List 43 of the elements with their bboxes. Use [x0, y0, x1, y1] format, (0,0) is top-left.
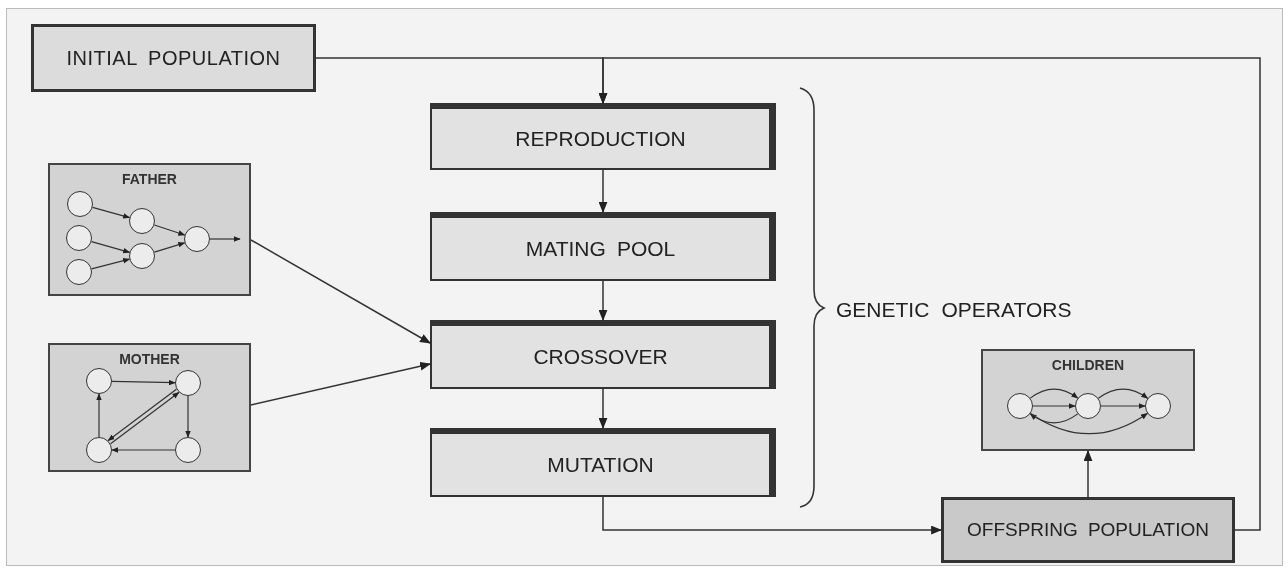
- arrow: [91, 258, 131, 270]
- arrow: [1030, 412, 1148, 435]
- arrow: [91, 206, 131, 219]
- box-label: OFFSPRING POPULATION: [967, 517, 1209, 542]
- arrow: [96, 393, 102, 438]
- box-label: FATHER: [122, 170, 177, 189]
- box-label: INITIAL POPULATION: [66, 46, 281, 71]
- arrow: [209, 236, 241, 242]
- graph-panel: [48, 343, 251, 472]
- process-box: [430, 103, 776, 170]
- process-box: [430, 428, 776, 497]
- arrow: [153, 224, 186, 236]
- arrow: [1100, 403, 1146, 409]
- arrow: [250, 239, 431, 344]
- group-label: GENETIC OPERATORS: [836, 297, 1072, 323]
- arrow: [1029, 413, 1079, 424]
- box-label: CROSSOVER: [533, 343, 668, 370]
- graph-panel: [48, 163, 251, 296]
- arrow: [598, 57, 1261, 531]
- arrow: [185, 395, 191, 438]
- arrow: [111, 379, 176, 386]
- arrow: [1097, 388, 1149, 399]
- process-box: [430, 320, 776, 389]
- arrow: [598, 169, 608, 214]
- arrow: [153, 242, 186, 253]
- arrow: [90, 240, 131, 254]
- process-box: [430, 212, 776, 281]
- arrow: [1029, 388, 1079, 399]
- box-label: MATING POOL: [525, 235, 676, 262]
- process-box: [31, 24, 316, 92]
- box-label: MOTHER: [119, 350, 180, 369]
- arrow: [598, 280, 608, 322]
- arrow: [1083, 449, 1093, 498]
- arrow: [1032, 403, 1076, 409]
- arrow: [111, 447, 176, 453]
- arrow: [598, 388, 608, 430]
- process-box: [941, 497, 1235, 563]
- arrow: [602, 496, 943, 535]
- arrow: [250, 361, 432, 406]
- box-label: CHILDREN: [1051, 356, 1125, 375]
- box-label: MUTATION: [547, 451, 654, 478]
- box-label: REPRODUCTION: [515, 125, 686, 152]
- graph-panel: [981, 349, 1195, 451]
